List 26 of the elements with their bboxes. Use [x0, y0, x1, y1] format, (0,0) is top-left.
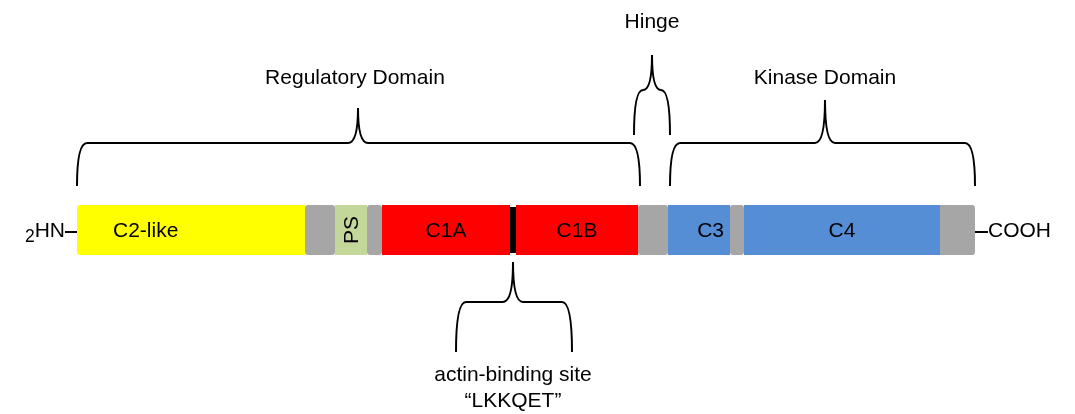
domain-label: C1A [425, 218, 467, 242]
domain-segment [744, 205, 940, 255]
region-label: actin-binding site “LKKQET” [433, 361, 593, 413]
domain-segment [668, 205, 730, 255]
linker-segment [940, 205, 975, 255]
region-label: Hinge [624, 8, 680, 34]
region-label: Kinase Domain [753, 64, 897, 90]
linker-segment [638, 205, 668, 255]
domain-segment [516, 205, 638, 255]
connector-line [974, 231, 989, 233]
connector-line [64, 231, 78, 233]
region-label: Regulatory Domain [265, 64, 445, 90]
binding-site-mark [510, 207, 516, 253]
domain-segment [382, 205, 510, 255]
linker-segment [305, 205, 335, 255]
domain-label: C4 [828, 218, 856, 242]
domain-label: C3 [697, 218, 724, 242]
domain-segment [77, 205, 305, 255]
terminus-label: COOH [988, 218, 1051, 242]
domain-segment [335, 205, 367, 255]
domain-label: C2-like [113, 218, 179, 242]
terminus-label: $_{2}$HN [24, 218, 65, 248]
linker-segment [367, 205, 382, 255]
linker-segment [730, 205, 744, 255]
domain-label: C1B [556, 218, 598, 242]
domain-label: PS [339, 216, 363, 244]
